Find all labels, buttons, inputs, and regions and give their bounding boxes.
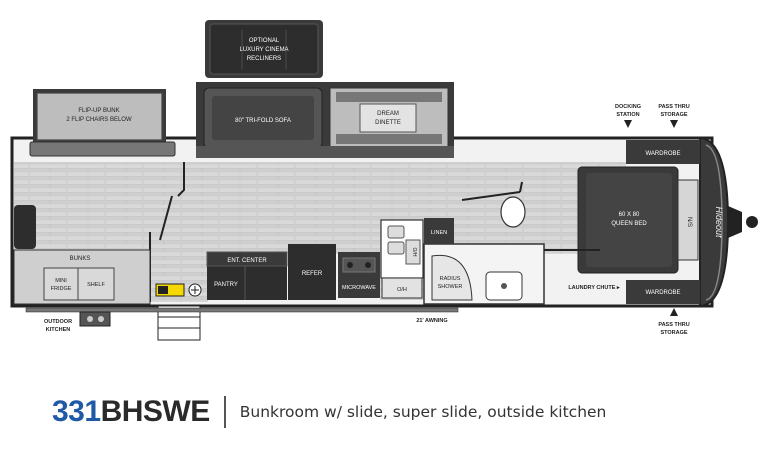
wardrobe-bottom-label: WARDROBE — [645, 290, 680, 296]
oh-label: O/H — [397, 287, 407, 293]
mini-fridge-label-line2: FRIDGE — [51, 286, 72, 292]
outdoor-kitchen-label-line1: OUTDOOR — [44, 319, 72, 325]
queen-bed-label-line2: QUEEN BED — [611, 221, 647, 227]
super-slide: 80" TRI-FOLD SOFA DREAM DINETTE — [196, 82, 454, 158]
floorplan-drawing: OPTIONAL LUXURY CINEMA RECLINERS Hideout… — [10, 20, 758, 341]
docking-station-label-line1: DOCKING — [615, 104, 641, 110]
mini-fridge-label-line1: MINI — [55, 278, 67, 284]
model-description: Bunkroom w/ slide, super slide, outside … — [239, 403, 607, 421]
model-letters: BHSWE — [100, 395, 211, 428]
awning-label: 21' AWNING — [416, 318, 447, 324]
top-storage-callouts: DOCKING STATION PASS THRU STORAGE — [615, 104, 690, 128]
sofa-label: 80" TRI-FOLD SOFA — [235, 118, 291, 124]
dinette-label-line2: DINETTE — [375, 120, 401, 126]
wardrobe-top-label: WARDROBE — [645, 151, 680, 157]
shelf-label: SHELF — [87, 282, 105, 288]
docking-arrow-icon — [624, 120, 632, 128]
flip-up-bunk-slide: FLIP-UP BUNK 2 FLIP CHAIRS BELOW — [29, 89, 176, 157]
cinema-label-line3: RECLINERS — [247, 56, 281, 62]
sink-drain-icon — [501, 283, 507, 289]
bunk-label-line2: 2 FLIP CHAIRS BELOW — [66, 117, 132, 123]
pantry-label: PANTRY — [214, 282, 238, 288]
bunk-label-line1: FLIP-UP BUNK — [78, 108, 119, 114]
cinema-label-line2: LUXURY CINEMA — [239, 47, 288, 53]
pass-thru-top-label-line2: STORAGE — [660, 112, 687, 118]
linen-label: LINEN — [431, 230, 447, 236]
brand-script: Hideout — [714, 206, 724, 238]
shower-label-line1: RADIUS — [440, 276, 461, 282]
pass-thru-bottom-arrow-icon — [670, 308, 678, 316]
oh-vertical-label: O/H — [411, 248, 417, 257]
toilet-icon — [500, 196, 526, 228]
galley: O/H O/H MICROWAVE REFER ENT. CENTER PANT… — [206, 219, 424, 300]
dinette-label-line1: DREAM — [377, 111, 399, 117]
queen-bed-label-line1: 60 X 80 — [619, 212, 640, 218]
bathroom: RADIUS SHOWER LINEN LAUNDRY CHUTE ▸ — [423, 181, 621, 305]
microwave-label: MICROWAVE — [342, 285, 376, 291]
cinema-label-line1: OPTIONAL — [249, 38, 280, 44]
pass-thru-bottom-label-line2: STORAGE — [660, 330, 687, 336]
optional-cinema-recliners: OPTIONAL LUXURY CINEMA RECLINERS — [205, 20, 323, 78]
bunks-label: BUNKS — [70, 256, 91, 262]
nightstand-label: N/S — [686, 217, 692, 227]
caption-divider — [223, 396, 226, 428]
entry-and-exterior: OUTDOOR KITCHEN 21' AWNING PASS THRU STO… — [25, 283, 690, 341]
laundry-chute-label: LAUNDRY CHUTE ▸ — [568, 285, 621, 291]
shower-label-line2: SHOWER — [438, 284, 463, 290]
outdoor-kitchen-label-line2: KITCHEN — [46, 327, 70, 333]
docking-station-label-line2: STATION — [616, 112, 639, 118]
pass-thru-top-label-line1: PASS THRU — [658, 104, 689, 110]
front-bedroom: WARDROBE WARDROBE 60 X 80 QUEEN BED N/S — [577, 140, 700, 304]
pass-thru-top-arrow-icon — [670, 120, 678, 128]
model-number: 331 — [52, 395, 101, 428]
model-name: 331BHSWE — [52, 395, 210, 429]
model-caption: 331BHSWE Bunkroom w/ slide, super slide,… — [52, 392, 606, 432]
pass-thru-bottom-label-line1: PASS THRU — [658, 322, 689, 328]
ent-center-label: ENT. CENTER — [227, 258, 267, 264]
refer-label: REFER — [302, 271, 323, 277]
bunk-room: BUNKS MINI FRIDGE SHELF — [13, 205, 151, 305]
